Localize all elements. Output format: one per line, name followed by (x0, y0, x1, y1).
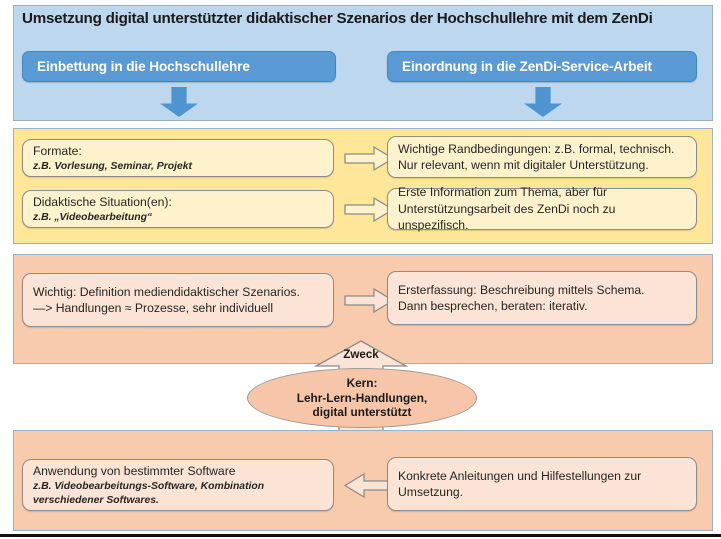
pill-left-label: Einbettung in die Hochschullehre (37, 59, 250, 74)
ellipse-kern: Kern: Lehr-Lern-Handlungen, digital unte… (247, 368, 477, 428)
bottom-divider (0, 534, 721, 537)
box-randbedingungen-line1: Wichtige Randbedingungen: z.B. formal, t… (398, 141, 675, 156)
box-konkrete-anleitungen-line2: Umsetzung. (398, 485, 464, 499)
page-title: Umsetzung digital unterstützter didaktis… (22, 10, 653, 27)
box-didaktische-situation: Didaktische Situation(en): z.B. „Videobe… (22, 190, 334, 228)
box-formate-title: Formate: (33, 143, 82, 158)
box-didaktische-situation-title: Didaktische Situation(en): (33, 194, 172, 209)
box-formate: Formate: z.B. Vorlesung, Seminar, Projek… (22, 139, 334, 177)
ellipse-kern-line3: digital unterstützt (312, 405, 412, 420)
box-konkrete-anleitungen-line1: Konkrete Anleitungen und Hilfestellungen… (398, 468, 642, 483)
box-formate-example: z.B. Vorlesung, Seminar, Projekt (33, 160, 192, 172)
box-ersterfassung-line1: Ersterfassung: Beschreibung mittels Sche… (398, 282, 645, 297)
box-wichtig-definition-line2: —> Handlungen ≈ Prozesse, sehr individue… (33, 301, 274, 315)
box-ersterfassung-line2: Dann besprechen, beraten: iterativ. (398, 299, 588, 313)
box-didaktische-situation-example: z.B. „Videobearbeitung“ (33, 211, 153, 223)
box-wichtig-definition: Wichtig: Definition mediendidaktischer S… (22, 273, 334, 327)
box-anwendung-software-example: z.B. Videobearbeitungs-Software, Kombina… (33, 481, 265, 506)
pill-einbettung-hochschullehre[interactable]: Einbettung in die Hochschullehre (22, 51, 336, 82)
arrow-right-definition-icon (344, 287, 394, 314)
box-wichtig-definition-line1: Wichtig: Definition mediendidaktischer S… (33, 284, 300, 299)
arrow-right-formate-icon (344, 145, 394, 172)
pill-right-label: Einordnung in die ZenDi-Service-Arbeit (402, 59, 652, 74)
ellipse-kern-line2: Lehr-Lern-Handlungen, (296, 390, 428, 405)
arrow-right-didaktische-situation-icon (344, 196, 394, 223)
box-konkrete-anleitungen: Konkrete Anleitungen und Hilfestellungen… (387, 457, 697, 511)
box-erste-information-line2: Unterstützungsarbeit des ZenDi noch zu u… (398, 201, 616, 233)
pill-einordnung-zendi-service[interactable]: Einordnung in die ZenDi-Service-Arbeit (387, 51, 697, 82)
box-ersterfassung: Ersterfassung: Beschreibung mittels Sche… (387, 271, 697, 325)
box-anwendung-software: Anwendung von bestimmter Software z.B. V… (22, 459, 334, 511)
box-randbedingungen-line2: Nur relevant, wenn mit digitaler Unterst… (398, 158, 649, 172)
box-randbedingungen: Wichtige Randbedingungen: z.B. formal, t… (387, 136, 697, 178)
box-anwendung-software-title: Anwendung von bestimmter Software (33, 463, 236, 478)
ellipse-kern-line1: Kern: (346, 375, 378, 390)
box-erste-information-line1: Erste Information zum Thema, aber für (398, 185, 608, 200)
box-erste-information: Erste Information zum Thema, aber für Un… (387, 185, 697, 232)
